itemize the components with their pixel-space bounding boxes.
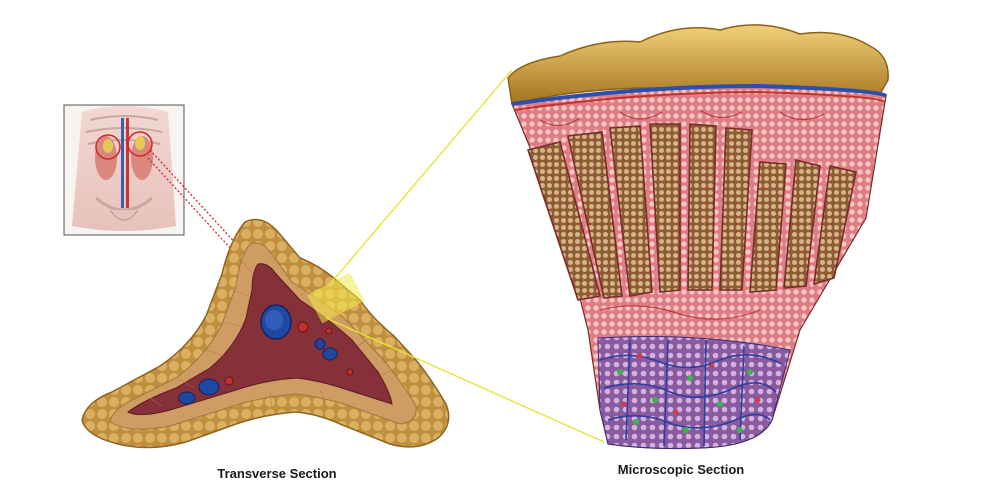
microscopic-section [507, 24, 889, 450]
inset-leader-lines [147, 149, 241, 251]
right-adrenal-highlight [127, 131, 153, 157]
torso-inset [63, 104, 185, 236]
sampling-region [307, 272, 365, 324]
callout-lines [325, 69, 605, 443]
left-adrenal-highlight [95, 134, 121, 160]
microscopic-section-label: Microscopic Section [618, 462, 744, 477]
transverse-section [81, 218, 450, 449]
transverse-section-label: Transverse Section [217, 466, 336, 481]
